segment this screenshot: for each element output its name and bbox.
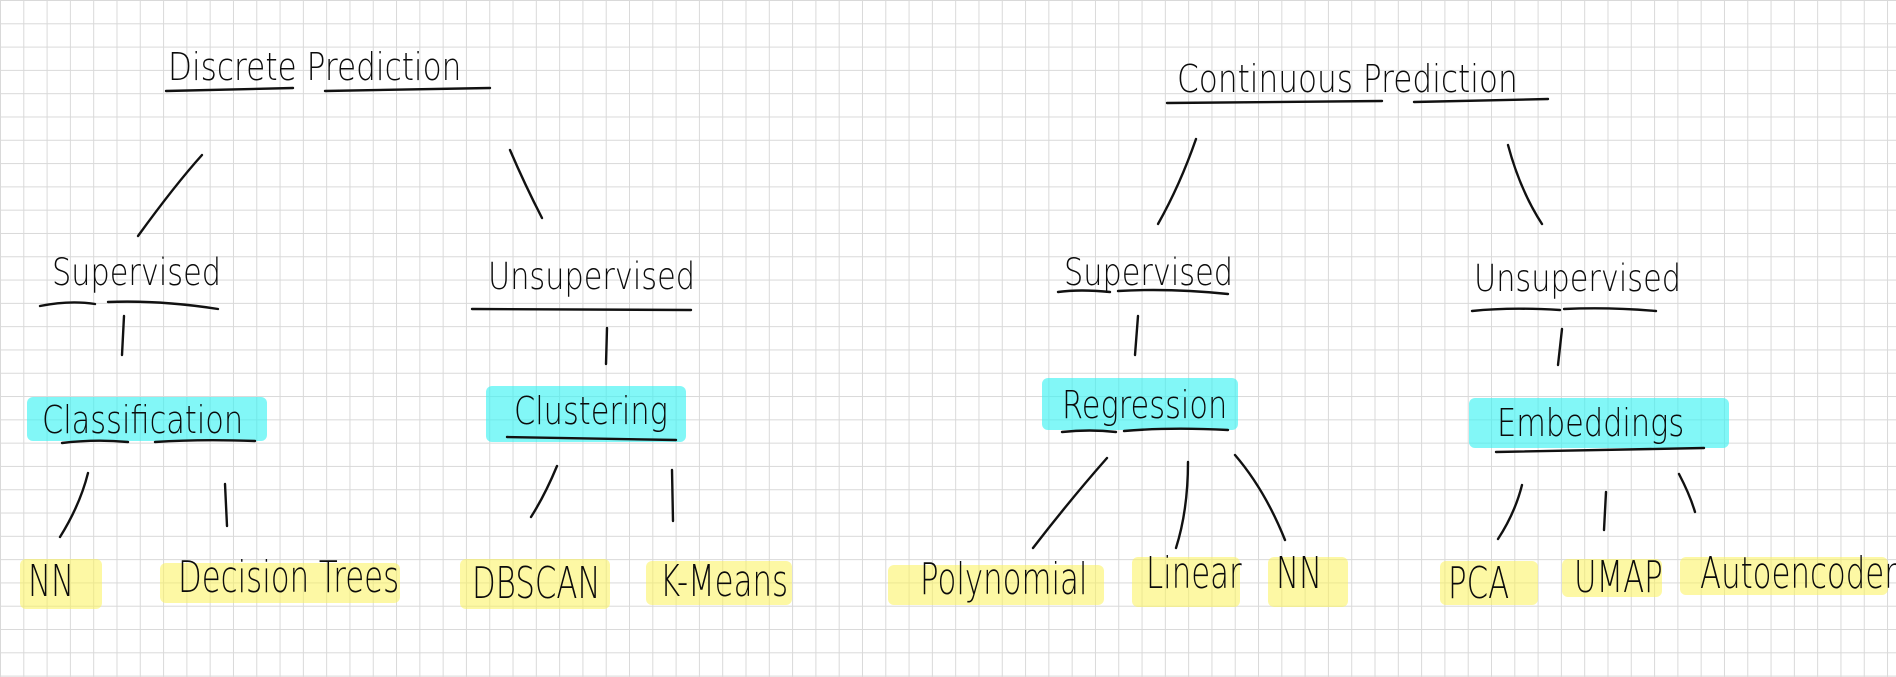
type-label-unsupervised-1: Unsupervised xyxy=(488,255,695,298)
method-label-dbscan: DBSCAN xyxy=(472,558,601,609)
highlight-dbscan xyxy=(460,559,610,609)
underline-prediction-2 xyxy=(1412,97,1550,104)
method-label-decision-trees: Decision Trees xyxy=(178,552,400,603)
root-label-continuous-prediction: Continuous Prediction xyxy=(1177,57,1518,101)
method-label-polynomial: Polynomial xyxy=(920,554,1088,605)
edge-supervised-regression xyxy=(1133,314,1140,357)
edge-supervised-classification xyxy=(120,314,126,357)
edge-regression-polynomial xyxy=(1031,456,1109,550)
edge-continuous-supervised xyxy=(1156,137,1198,226)
edge-discrete-unsupervised xyxy=(508,148,544,220)
highlight-clustering xyxy=(486,386,686,442)
underline-continuous xyxy=(1165,99,1384,105)
highlight-umap xyxy=(1562,559,1662,597)
method-label-pca: PCA xyxy=(1448,558,1510,609)
edge-regression-nn xyxy=(1233,453,1287,542)
highlight-pca xyxy=(1440,561,1538,605)
task-label-regression: Regression xyxy=(1062,383,1228,427)
highlight-nn-1 xyxy=(20,559,102,609)
edge-embeddings-autoencoder xyxy=(1677,472,1697,514)
highlight-decision-trees xyxy=(160,563,400,603)
highlight-kmeans xyxy=(646,561,792,605)
method-label-nn-2: NN xyxy=(1276,548,1323,599)
highlight-embeddings xyxy=(1469,398,1729,448)
edge-regression-linear xyxy=(1174,460,1190,550)
highlight-nn-2 xyxy=(1268,557,1348,607)
underline-supervised-1 xyxy=(38,300,220,311)
highlight-classification xyxy=(27,397,267,441)
highlight-linear xyxy=(1132,557,1240,607)
edge-clustering-kmeans xyxy=(670,468,675,523)
underline-unsupervised-2 xyxy=(1470,307,1658,313)
underline-prediction-1 xyxy=(323,86,492,93)
method-label-linear: Linear xyxy=(1146,548,1242,599)
underline-clustering xyxy=(505,435,678,442)
highlight-autoencoder xyxy=(1680,557,1888,595)
edge-classification-decision-trees xyxy=(223,482,229,528)
underline-discrete xyxy=(164,86,295,93)
underline-supervised-2 xyxy=(1056,288,1230,296)
underline-regression xyxy=(1060,427,1230,434)
task-label-classification: Classification xyxy=(42,398,244,442)
edge-unsupervised-embeddings xyxy=(1556,327,1564,367)
edge-continuous-unsupervised xyxy=(1506,143,1544,226)
edge-unsupervised-clustering xyxy=(604,326,609,366)
method-label-autoencoder: Autoencoder xyxy=(1700,548,1896,599)
underline-unsupervised-1 xyxy=(470,307,693,312)
edge-embeddings-umap xyxy=(1602,490,1608,532)
highlight-polynomial xyxy=(888,565,1104,605)
highlight-regression xyxy=(1042,378,1238,430)
method-label-nn-1: NN xyxy=(28,556,75,607)
task-label-embeddings: Embeddings xyxy=(1497,401,1685,445)
edge-classification-nn xyxy=(58,471,90,539)
edge-discrete-supervised xyxy=(136,153,204,238)
method-label-kmeans: K-Means xyxy=(660,556,789,607)
underline-classification xyxy=(60,439,257,445)
task-label-clustering: Clustering xyxy=(514,389,668,433)
underline-embeddings xyxy=(1494,446,1706,454)
type-label-unsupervised-2: Unsupervised xyxy=(1474,257,1681,300)
edge-embeddings-pca xyxy=(1496,483,1524,541)
type-label-supervised-2: Supervised xyxy=(1064,251,1234,294)
type-label-supervised-1: Supervised xyxy=(52,251,222,294)
edge-clustering-dbscan xyxy=(529,464,559,519)
root-label-discrete-prediction: Discrete Prediction xyxy=(168,45,462,89)
method-label-umap: UMAP xyxy=(1574,552,1663,603)
